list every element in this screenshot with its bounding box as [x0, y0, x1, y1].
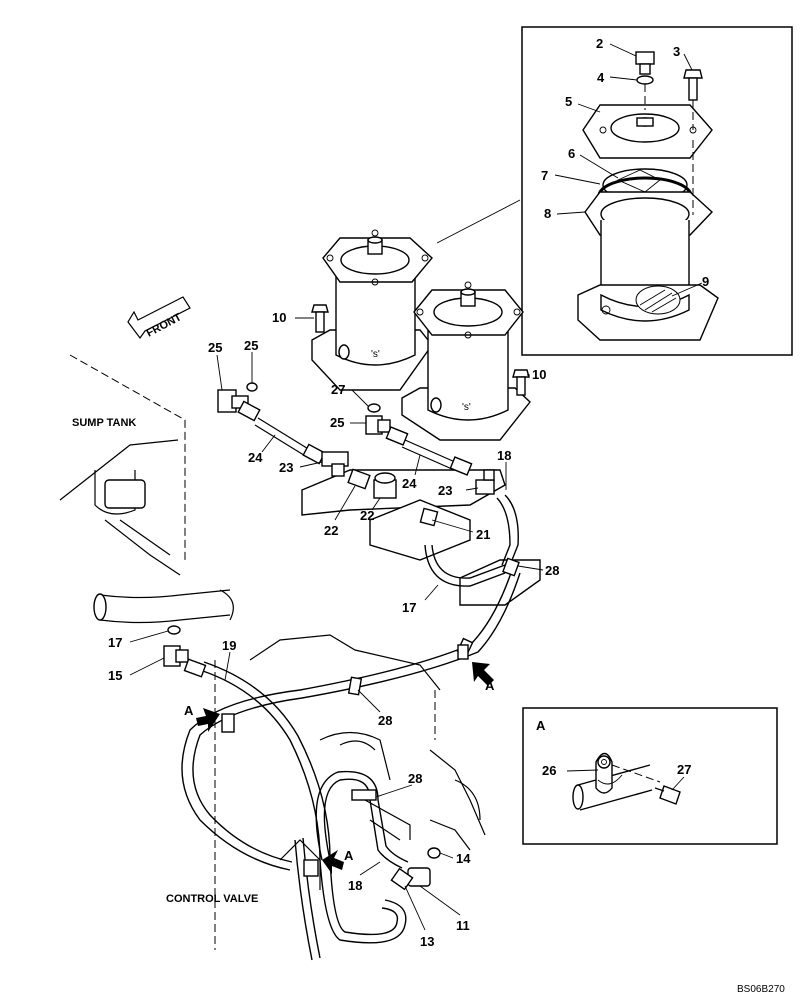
washer-part [636, 75, 654, 85]
view-a-inset-title: A [536, 718, 546, 733]
callout-22-left: 23 [279, 460, 293, 475]
connector-19 [419, 507, 439, 527]
hose-end-14 [183, 658, 207, 678]
elbow-fitting-24-left [217, 389, 249, 413]
svg-text:'s': 's' [462, 402, 471, 413]
callout-18-upper: 18 [497, 448, 511, 463]
check-valve-20 [373, 472, 397, 499]
filter-cover-part [582, 104, 713, 159]
o-ring-12 [427, 847, 441, 859]
callout-7: 7 [541, 168, 548, 183]
clamp-detail [572, 752, 661, 811]
view-a-label-bottom: A [344, 848, 354, 863]
callout-3: 2 [596, 36, 603, 51]
o-ring-25-center [367, 403, 381, 413]
svg-text:'s': 's' [371, 349, 380, 360]
mounting-bolt-left [311, 304, 329, 333]
callout-25-left: 25 [244, 338, 258, 353]
view-a-inset-frame [522, 707, 778, 845]
callout-10-right: 10 [532, 367, 546, 382]
view-a-label-right: A [485, 678, 495, 693]
callout-2: 3 [673, 44, 680, 59]
detail-inset-frame [521, 26, 793, 356]
callout-22-right: 23 [438, 483, 452, 498]
callout-6: 5 [565, 94, 572, 109]
callout-24-left: 25 [208, 340, 222, 355]
callout-23-left: 24 [248, 450, 263, 465]
cover-bolt-part [683, 69, 703, 101]
view-arrow-a-bottom [322, 850, 344, 874]
callout-19: 21 [476, 527, 490, 542]
drawing-code: BS06B270 [737, 984, 785, 995]
suction-pipe [93, 589, 234, 624]
callout-18-lower: 19 [222, 638, 236, 653]
sump-tank [59, 354, 186, 576]
callout-25-center: 27 [331, 382, 345, 397]
tee-fitting-22-left [321, 451, 349, 477]
callout-12: 14 [456, 851, 471, 866]
hose-17-upper [424, 544, 506, 587]
hose-18-upper [496, 494, 519, 566]
callout-15: 17 [108, 635, 122, 650]
elbow-fitting-14 [163, 645, 189, 667]
callout-28-upper: 28 [545, 563, 559, 578]
mounting-bolt-right [512, 369, 530, 396]
callout-24-center: 25 [330, 415, 344, 430]
filter-case-part [577, 191, 719, 341]
callout-11: 11 [456, 918, 470, 933]
callout-17-lower: 18 [348, 878, 362, 893]
view-a-label-left: A [184, 703, 194, 718]
callout-28-lower: 28 [408, 771, 422, 786]
filter-right: 's' [401, 281, 531, 441]
tee-fitting-22-right [475, 469, 495, 495]
filter-left: 's' [311, 229, 433, 391]
callout-20: 22 [360, 508, 374, 523]
callout-8: 9 [702, 274, 709, 289]
callout-23-right: 24 [402, 476, 417, 491]
callout-27: 27 [677, 762, 691, 777]
front-arrow [127, 296, 191, 340]
callout-17-upper: 17 [402, 600, 416, 615]
hose-23-right [385, 426, 473, 476]
callout-21: 22 [324, 523, 338, 538]
filter-label-patch [635, 285, 681, 315]
sump-tank-label: SUMP TANK [72, 417, 136, 429]
callout-4: 4 [597, 70, 605, 85]
callout-13: 13 [420, 934, 434, 949]
clamp-a-left [221, 713, 235, 733]
hose-17-lower [294, 770, 409, 961]
clamp-28-upper [502, 557, 520, 577]
connector-13 [390, 867, 414, 891]
view-arrow-a-right [472, 662, 494, 686]
callout-9: 8 [544, 206, 551, 221]
o-ring-15 [167, 625, 181, 635]
control-valve-label: CONTROL VALVE [166, 893, 258, 905]
callout-28-center: 28 [378, 713, 392, 728]
callout-26: 26 [542, 763, 556, 778]
connector-21 [347, 468, 371, 490]
clamp-28-lower [351, 789, 377, 801]
callout-10-left: 10 [272, 310, 286, 325]
o-ring-25-left [246, 382, 258, 392]
callout-14: 15 [108, 668, 122, 683]
hose-23-left [237, 400, 326, 465]
clamp-28-center [347, 676, 363, 696]
callout-5: 6 [568, 146, 575, 161]
elbow-fitting-24-center [365, 415, 391, 435]
leader-lines [129, 43, 703, 931]
clamp-a-bottom [303, 859, 319, 877]
control-valve-body [214, 634, 486, 950]
plug-bolt-part [635, 51, 655, 75]
view-arrow-a-left [196, 708, 220, 732]
clamp-bolt-detail [654, 785, 681, 805]
clamp-a-right [457, 644, 469, 660]
